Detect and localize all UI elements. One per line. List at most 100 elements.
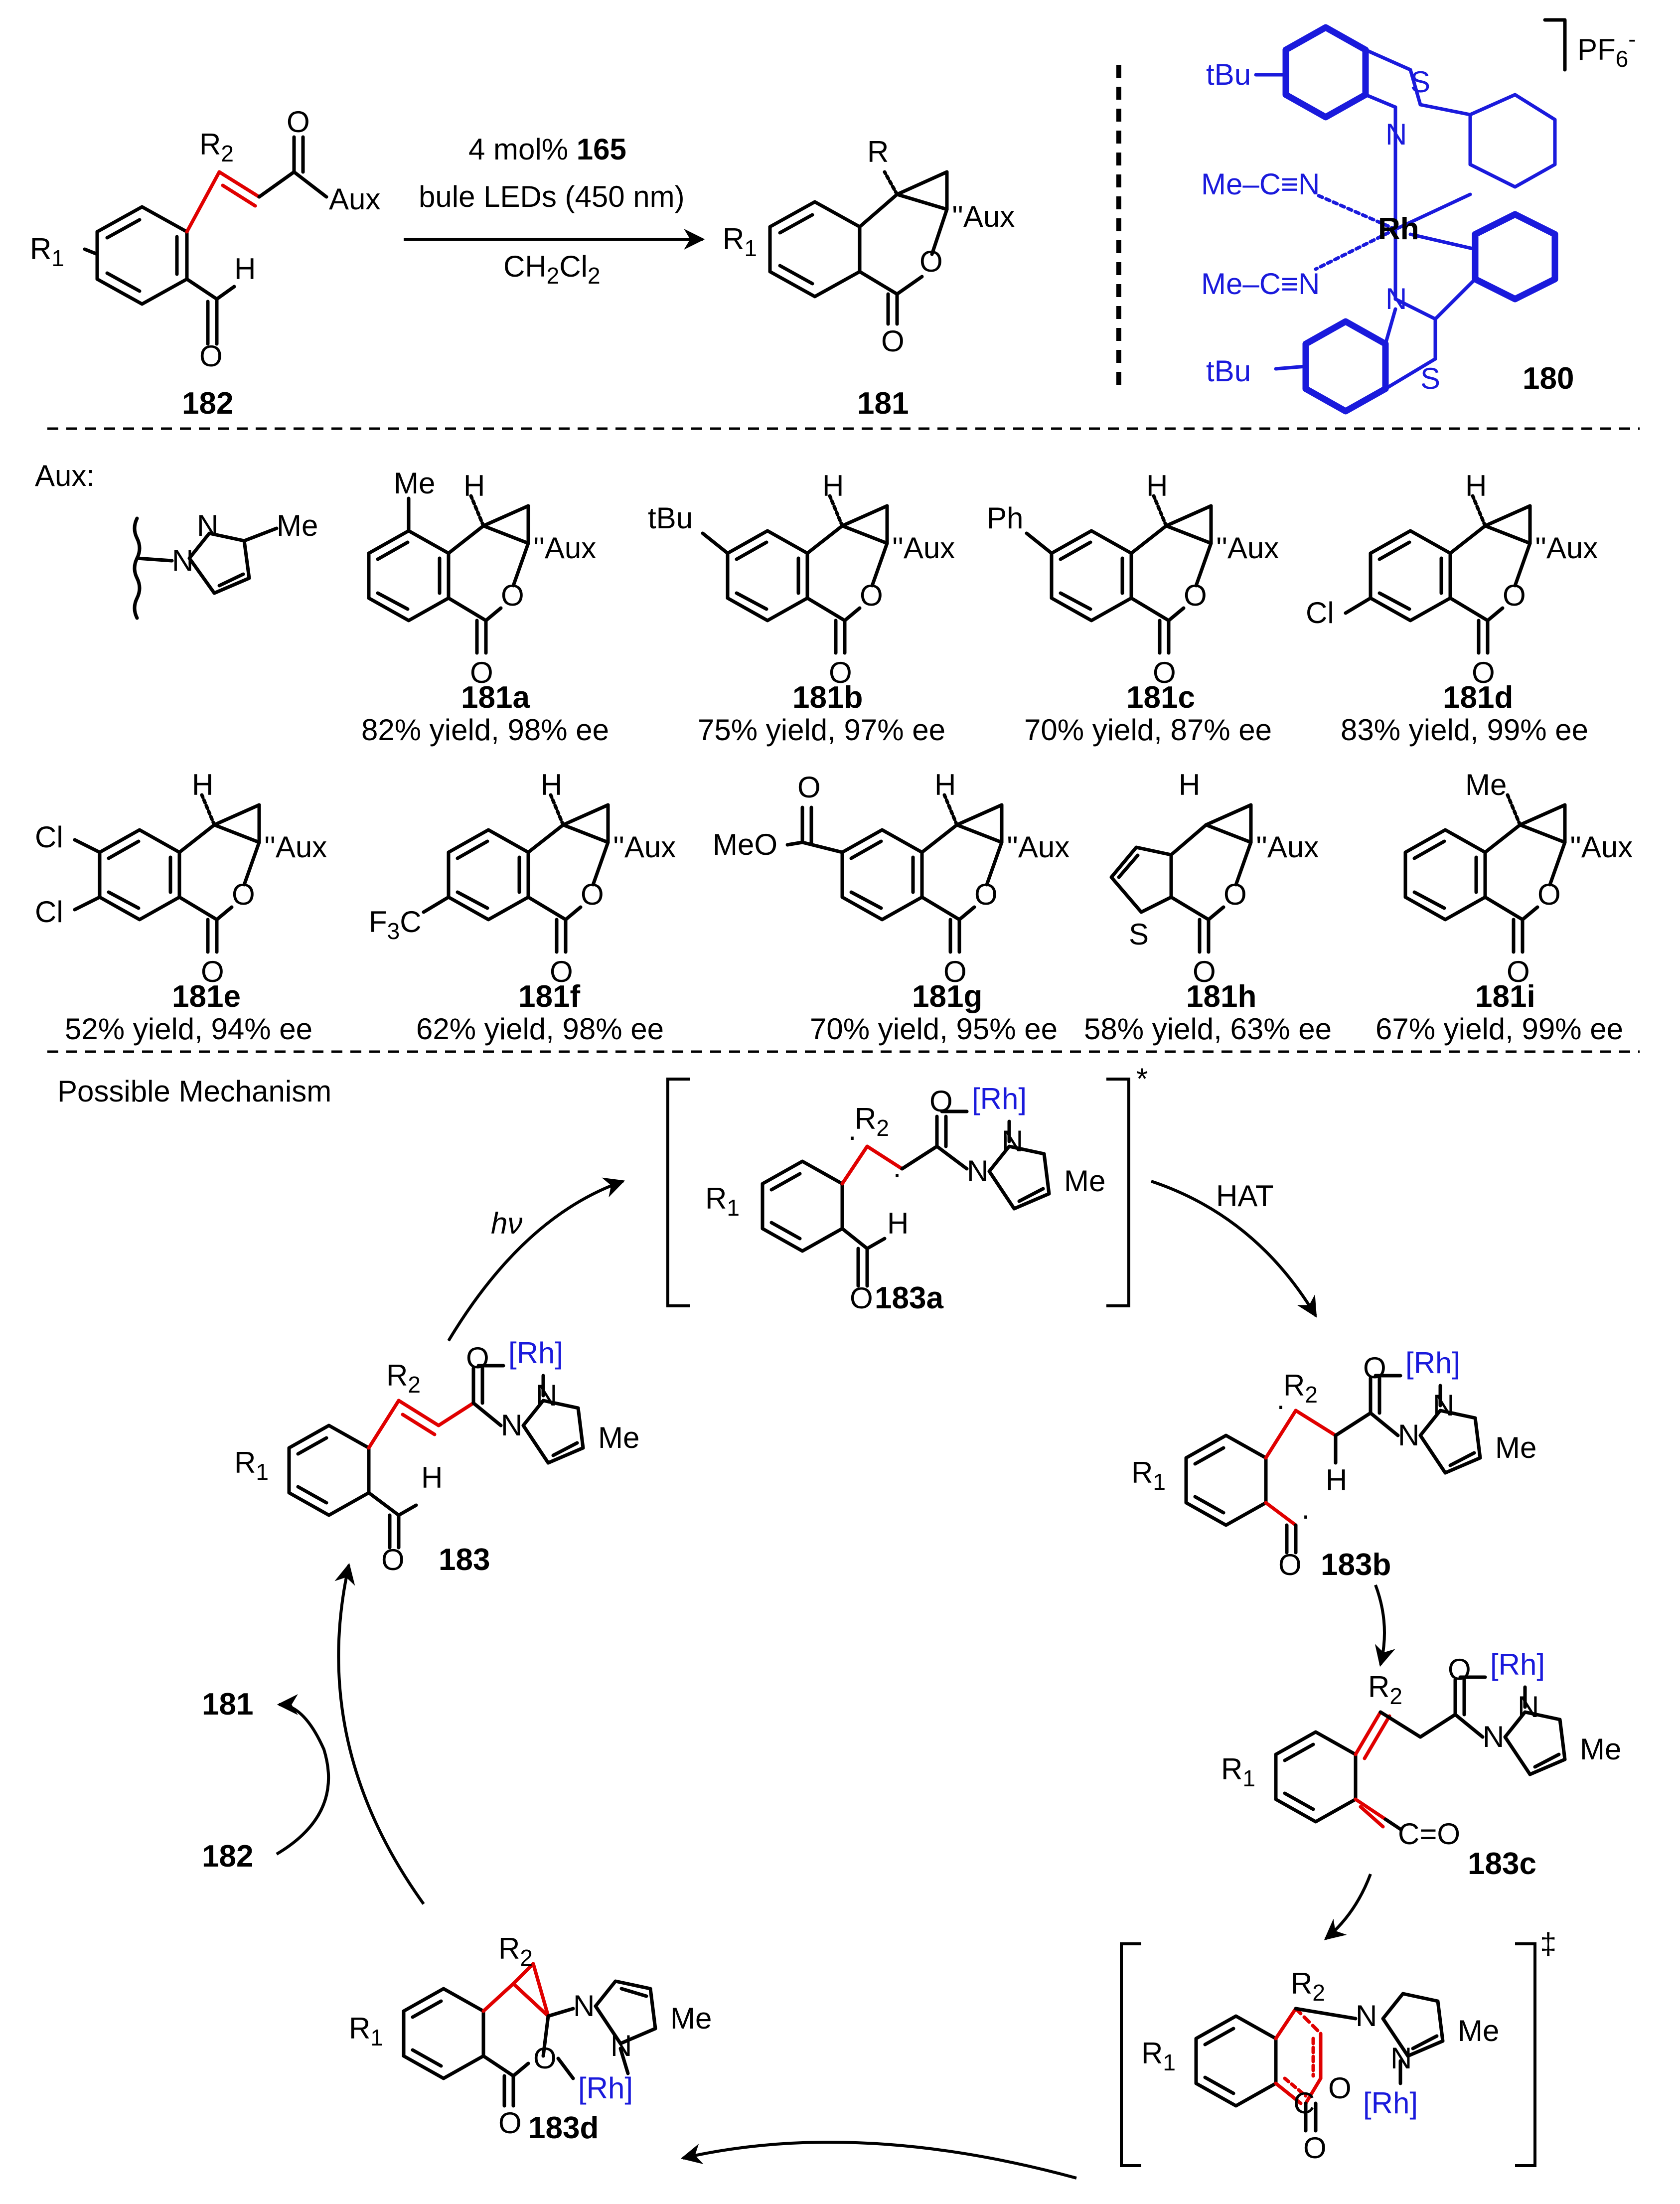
- product-label: 181h: [1186, 979, 1256, 1014]
- s-top: S: [1410, 65, 1430, 99]
- conditions-line3: CH2Cl2: [503, 250, 601, 289]
- intermediate-183a: * R1 R2 · · O [Rh] N N Me H O 183a: [666, 1062, 1148, 1315]
- r2-label: R2: [855, 1102, 889, 1141]
- lactone-o: O: [881, 324, 905, 358]
- substrate-182: R1 R2 O Aux H O 182: [30, 105, 380, 421]
- stereo-h: H: [1179, 768, 1200, 801]
- aux-heading: Aux:: [35, 459, 95, 492]
- product-result: 70% yield, 87% ee: [1024, 713, 1272, 747]
- substituent-tbu: tBu: [648, 501, 693, 535]
- carbonyl-o: O: [287, 105, 310, 139]
- ring-o: O: [533, 2042, 557, 2075]
- product-result: 58% yield, 63% ee: [1084, 1012, 1332, 1046]
- n-top: N: [1385, 118, 1407, 151]
- r1-label: R1: [349, 2012, 383, 2050]
- aldehyde-h: H: [234, 252, 256, 286]
- pyrazole-n1: N: [1356, 1999, 1377, 2033]
- h-label: H: [1326, 1463, 1347, 1497]
- stereo-h: H: [463, 469, 485, 502]
- intermediate-label: 183c: [1468, 1847, 1536, 1881]
- rh-label: [Rh]: [1405, 1346, 1460, 1380]
- product-result: 70% yield, 95% ee: [810, 1012, 1058, 1046]
- pyrazole-n2: N: [1002, 1124, 1023, 1158]
- ts-mark: ‡: [1540, 1927, 1556, 1960]
- pyrazole-n2: N: [1390, 2042, 1412, 2075]
- aux-n1: N: [172, 544, 193, 577]
- ester-o: O: [797, 771, 821, 804]
- product-result: 83% yield, 99% ee: [1341, 713, 1588, 747]
- ring-o: O: [1328, 2071, 1352, 2105]
- aux-label: ''Aux: [1256, 830, 1319, 864]
- radical-dot: ·: [892, 1157, 902, 1190]
- me-label: Me: [1580, 1732, 1621, 1766]
- excited-mark: *: [1136, 1062, 1148, 1096]
- pyrazole-n2: N: [611, 2029, 632, 2062]
- r1-label: R1: [234, 1446, 269, 1485]
- mecn-top: Me–C≡N: [1201, 167, 1320, 201]
- substituent-cf3: F3C: [369, 905, 422, 944]
- product-181i: Me 181i 67% yield, 99% ee: [1375, 768, 1633, 1046]
- pyrazole-n1: N: [573, 1989, 595, 2023]
- r1-label: R1: [1141, 2037, 1176, 2075]
- pyrazole-n2: N: [1518, 1690, 1539, 1724]
- r1-label: R1: [723, 222, 757, 261]
- r2-label: R2: [1283, 1369, 1318, 1408]
- product-181g: O MeO H 181g 70% yield, 95% ee: [713, 768, 1069, 1046]
- stereo-h: H: [541, 768, 562, 801]
- r-label: R: [867, 135, 889, 168]
- intermediate-183b: R1 R2 · O [Rh] N N Me H · O 183b: [1131, 1346, 1536, 1582]
- product-label: 181: [857, 386, 909, 421]
- n-bottom: N: [1385, 282, 1407, 315]
- ketene-o: C=O: [1398, 1817, 1460, 1851]
- product-181b: tBu H 181b 75% yield, 97% ee: [648, 469, 955, 747]
- product-181a: Me H 181a 82% yield, 98% ee: [361, 467, 609, 747]
- product-result: 67% yield, 99% ee: [1375, 1012, 1623, 1046]
- stereo-h: H: [822, 469, 844, 502]
- acyl-c: C: [1293, 2086, 1315, 2120]
- intermediate-label: 183d: [528, 2111, 599, 2145]
- step-hat: HAT: [1216, 1179, 1274, 1213]
- aldehyde-o: O: [850, 1281, 873, 1315]
- s-bottom: S: [1420, 362, 1440, 395]
- aldehyde-h: H: [887, 1207, 909, 1240]
- tbu-top: tBu: [1206, 58, 1251, 91]
- counterion-label: PF6-: [1577, 26, 1636, 72]
- r2-label: R2: [386, 1359, 421, 1398]
- mechanism-title: Possible Mechanism: [57, 1075, 331, 1108]
- product-label: 181g: [912, 979, 982, 1014]
- catalyst-180: tBu S N Me–C≡N Rh Me–C≡N N tBu S PF6- 18…: [1201, 18, 1636, 415]
- aux-label: Aux: [329, 182, 380, 216]
- r1-label: R1: [1221, 1752, 1255, 1791]
- conditions-line2: bule LEDs (450 nm): [419, 180, 685, 213]
- radical-dot: ·: [1276, 1389, 1286, 1422]
- me-label: Me: [1458, 2014, 1499, 2047]
- substituent-cl-2: Cl: [35, 895, 63, 929]
- stereo-h: H: [934, 768, 956, 801]
- incoming-substrate-label: 182: [202, 1839, 253, 1874]
- pyrazole-n1: N: [1398, 1418, 1419, 1452]
- pyrazole-n2: N: [536, 1379, 557, 1412]
- aux-pyrazole: N N Me: [133, 509, 318, 620]
- product-label: 181c: [1126, 680, 1195, 715]
- mecn-bottom: Me–C≡N: [1201, 267, 1320, 301]
- aldehyde-h: H: [421, 1461, 443, 1494]
- product-181: R ''Aux O O R1 181: [723, 135, 1015, 421]
- transition-state: ‡ R1 R2 N N Me O [Rh] C O: [1120, 1927, 1556, 2167]
- pyrazole-n2: N: [1433, 1389, 1454, 1422]
- me-label: Me: [1495, 1431, 1536, 1464]
- aux-me: Me: [277, 509, 318, 542]
- catalyst-label: 180: [1523, 361, 1574, 396]
- product-label: 181b: [792, 680, 863, 715]
- aux-label: ''Aux: [952, 200, 1015, 233]
- r2-label: R2: [199, 128, 234, 166]
- product-result: 62% yield, 98% ee: [416, 1012, 664, 1046]
- r1-label: R1: [30, 232, 64, 271]
- radical-dot: ·: [847, 1119, 857, 1153]
- carbonyl-o: O: [1448, 1653, 1471, 1686]
- product-result: 75% yield, 97% ee: [698, 713, 945, 747]
- aldehyde-o: O: [199, 339, 223, 373]
- released-product-label: 181: [202, 1687, 253, 1722]
- intermediate-183: R1 R2 O [Rh] N N Me H O 183: [234, 1336, 639, 1577]
- r1-label: R1: [1131, 1456, 1166, 1495]
